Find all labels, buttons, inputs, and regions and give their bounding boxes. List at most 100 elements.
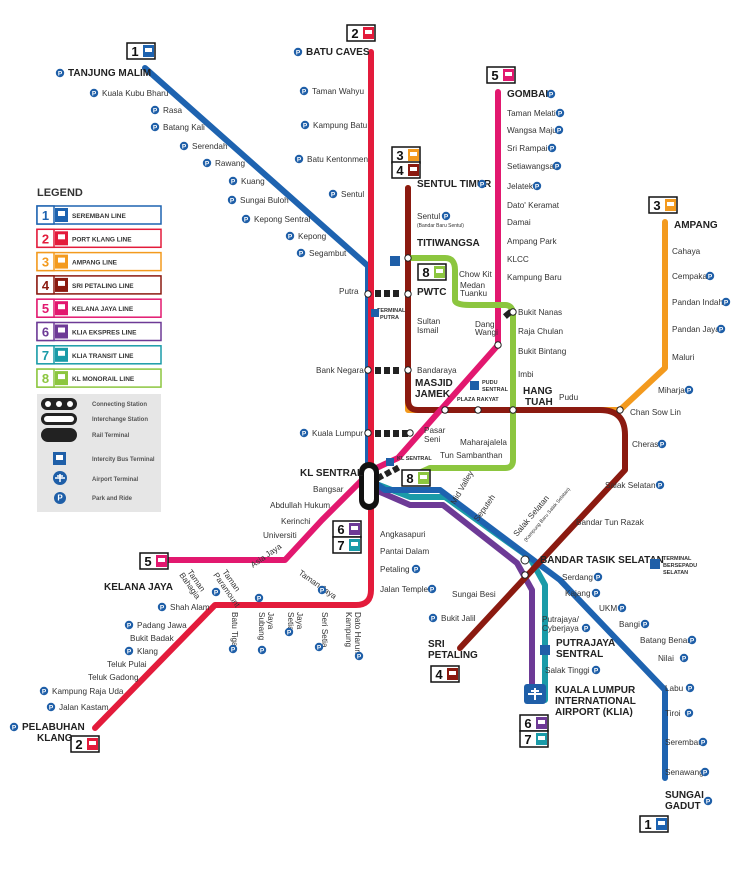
station[interactable]: Pudu <box>559 393 579 402</box>
station[interactable]: KELANA JAYA <box>104 582 173 593</box>
station[interactable]: Ismail <box>417 326 439 335</box>
station[interactable]: TERMINAL <box>663 556 692 562</box>
station[interactable]: Maharajalela <box>460 438 507 447</box>
station[interactable]: TITIWANGSA <box>417 238 480 249</box>
station[interactable]: SENTRAL <box>556 649 603 660</box>
station[interactable]: Angkasapuri <box>380 530 426 539</box>
station[interactable]: KL SENTRAL <box>300 468 363 479</box>
station[interactable]: PLAZA RAKYAT <box>457 397 499 403</box>
station[interactable]: PUDU <box>482 380 498 386</box>
station[interactable]: Bukit Badak <box>130 634 175 643</box>
station[interactable]: Bandar Tun Razak <box>576 518 645 527</box>
station[interactable]: Maluri <box>672 353 694 362</box>
station[interactable]: KL SENTRAL <box>397 456 432 462</box>
station[interactable]: Wangi <box>475 328 498 337</box>
station[interactable]: Teluk Pulai <box>107 660 147 669</box>
station[interactable]: Ampang Park <box>507 237 558 246</box>
station[interactable]: KLCC <box>507 255 529 264</box>
station[interactable]: Dang <box>475 320 495 329</box>
station[interactable]: INTERNATIONAL <box>555 696 636 707</box>
station[interactable]: Chan Sow Lin <box>630 408 681 417</box>
station[interactable]: TERMINAL <box>377 308 406 314</box>
station[interactable]: BERSEPADU <box>663 563 697 569</box>
station[interactable]: PETALING <box>428 650 478 661</box>
station[interactable]: TUAH <box>525 397 553 408</box>
station[interactable]: MASJID <box>415 378 453 389</box>
station[interactable]: Dato' Keramat <box>507 201 560 210</box>
station[interactable]: JAMEK <box>415 389 451 400</box>
station[interactable]: Universiti <box>263 531 297 540</box>
station[interactable]: GADUT <box>665 801 701 812</box>
station[interactable]: Bukit Bintang <box>518 347 567 356</box>
station[interactable]: Pasar <box>424 426 446 435</box>
station[interactable]: Sungai Besi <box>452 590 496 599</box>
station[interactable]: HANG <box>523 386 553 397</box>
station[interactable]: Sultan <box>417 317 441 326</box>
station[interactable]: (Bandar Baru Sentul) <box>417 223 464 229</box>
station[interactable]: Putra <box>339 287 359 296</box>
station[interactable]: AMPANG <box>674 220 718 231</box>
station[interactable]: Kerinchi <box>281 517 311 526</box>
station[interactable]: Chow Kit <box>459 270 492 279</box>
station[interactable]: KLANG <box>37 733 73 744</box>
station[interactable]: Cahaya <box>672 247 701 256</box>
station[interactable]: Bank Negara <box>316 366 364 375</box>
station[interactable]: SRI <box>428 639 445 650</box>
station[interactable]: Medan <box>460 281 485 290</box>
station[interactable]: Imbi <box>518 370 534 379</box>
station[interactable]: Seni <box>424 435 441 444</box>
station[interactable]: Bangsar <box>313 485 344 494</box>
station[interactable]: BANDAR TASIK SELATAN <box>540 555 664 566</box>
station[interactable]: Bandaraya <box>417 366 457 375</box>
station[interactable]: AIRPORT (KLIA) <box>555 707 633 718</box>
station[interactable]: Teluk Gadong <box>88 673 139 682</box>
station[interactable]: Putrajaya/ <box>542 615 580 624</box>
station[interactable]: Bukit Nanas <box>518 308 562 317</box>
